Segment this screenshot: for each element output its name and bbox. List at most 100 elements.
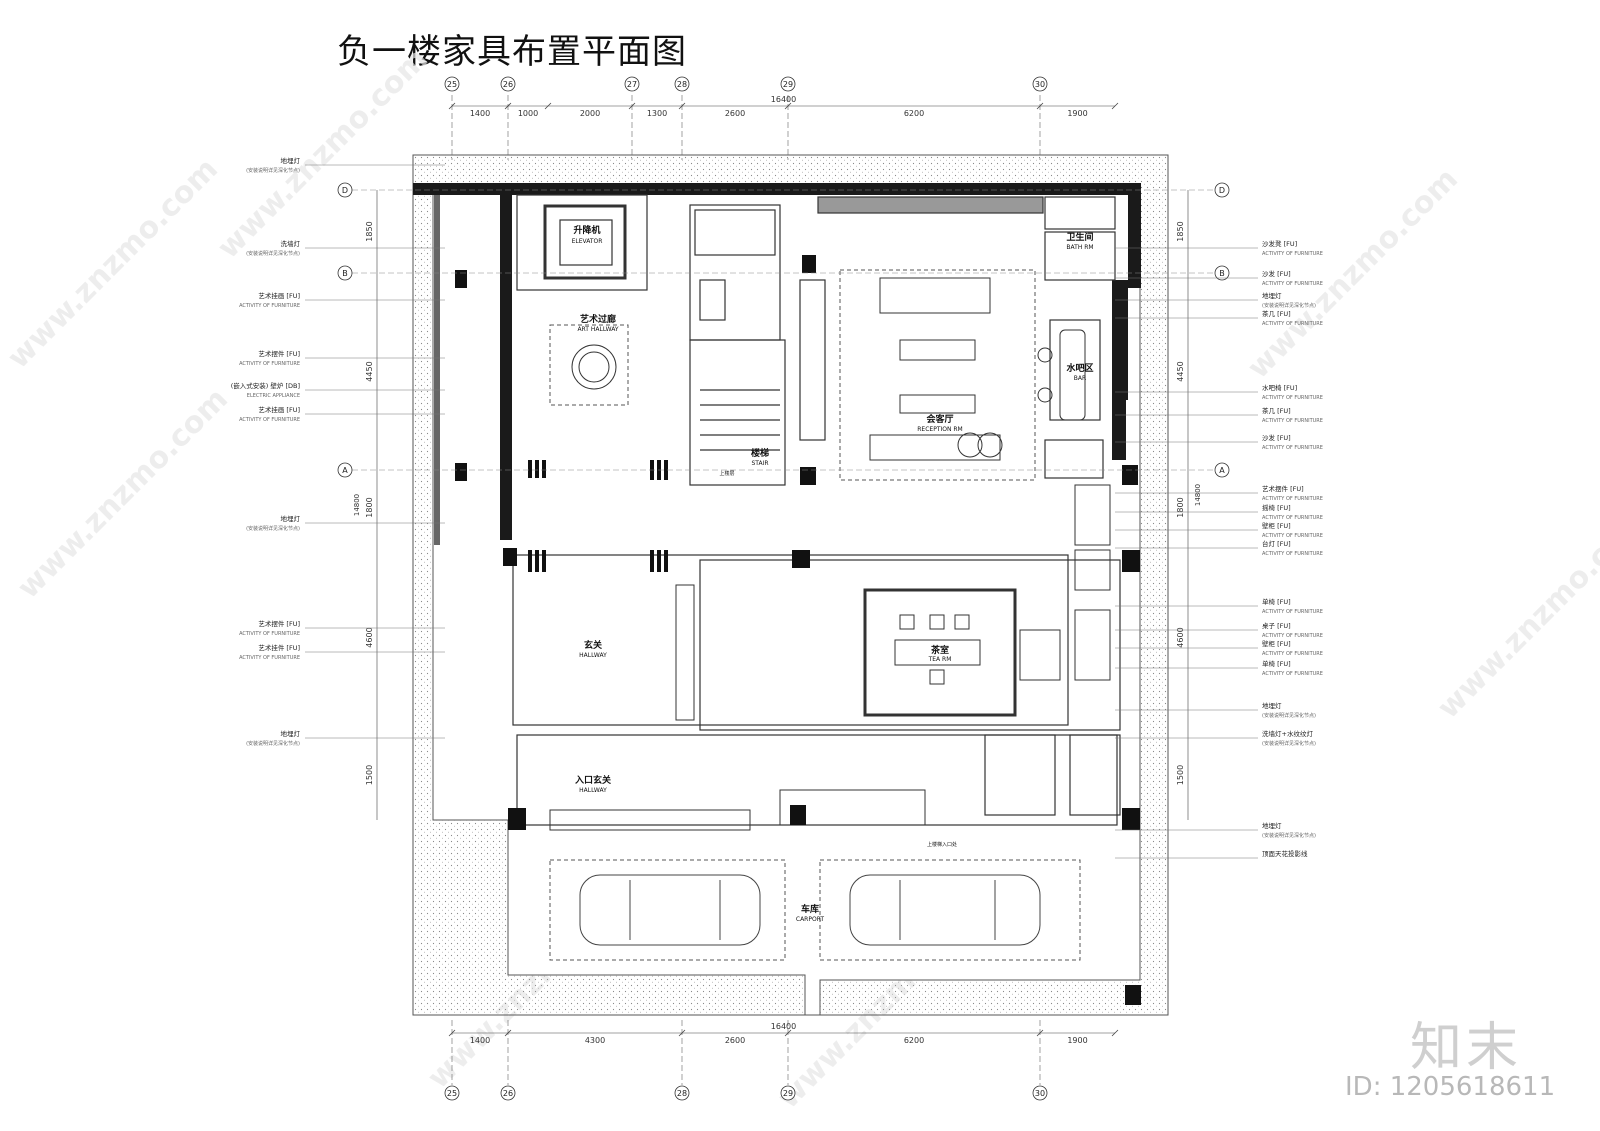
room-art-hallway: 艺术过廊 — [580, 313, 616, 325]
room-bath-en: BATH RM — [1066, 244, 1093, 251]
annotation-sub: ACTIVITY OF FURNITURE — [239, 631, 300, 637]
annotation-sub: ACTIVITY OF FURNITURE — [1262, 671, 1323, 677]
grid-marker-side — [337, 462, 353, 478]
annotation-sub: ACTIVITY OF FURNITURE — [1262, 445, 1323, 451]
room-entry-hallway: 入口玄关 — [574, 774, 611, 786]
annotation-label: 壁柜 [FU] — [1262, 521, 1291, 530]
grid-label-top: 30 — [1035, 80, 1045, 89]
grid-marker-top — [444, 76, 460, 92]
annotation-label: 地埋灯 — [1262, 701, 1282, 710]
left-annotations: 地埋灯 (安装说明详见深化节点) 洗墙灯 (安装说明详见深化节点) 艺术挂画 [FU] A… — [231, 156, 445, 747]
grid-label-bottom: 28 — [677, 1089, 687, 1098]
grid-label-top: 29 — [783, 80, 793, 89]
annotation-sub: ACTIVITY OF FURNITURE — [1262, 609, 1323, 615]
annotation-label: 沙发凳 [FU] — [1262, 239, 1297, 248]
dimension-total-left: 14800 — [353, 494, 361, 516]
furniture — [549, 277, 1111, 831]
dimension-label: 4300 — [585, 1036, 605, 1045]
annotation-sub: (安装说明详见深化节点) — [1262, 832, 1316, 839]
grid-marker-top — [674, 76, 690, 92]
exterior-walls — [413, 183, 1141, 545]
dimension-label: 1300 — [647, 109, 667, 118]
grid-label-top: 27 — [627, 80, 637, 89]
grid-marker-side — [337, 182, 353, 198]
grid-marker-side — [337, 265, 353, 281]
annotation-sub: ACTIVITY OF FURNITURE — [1262, 551, 1323, 557]
grid-label-bottom: 26 — [503, 1089, 513, 1098]
annotation-sub: (安装说明详见深化节点) — [1262, 302, 1316, 309]
dimension-label: 1400 — [470, 109, 490, 118]
annotation-label: 艺术挂画 [FU] — [258, 405, 300, 414]
room-art-hallway-en: ART HALLWAY — [577, 326, 618, 333]
annotation-sub: ACTIVITY OF FURNITURE — [1262, 281, 1323, 287]
annotation-label: 茶几 [FU] — [1262, 309, 1291, 318]
dimension-label-left: 4600 — [365, 627, 374, 647]
grid-marker-bottom — [1032, 1085, 1048, 1101]
annotation-label: 沙发 [FU] — [1262, 269, 1291, 278]
grid-marker-bottom — [444, 1085, 460, 1101]
dimension-label: 2600 — [725, 109, 745, 118]
annotation-label: 单椅 [FU] — [1262, 659, 1291, 668]
dimension-label: 1000 — [518, 109, 538, 118]
annotation-label: 台灯 [FU] — [1262, 539, 1291, 548]
annotation-sub: ACTIVITY OF FURNITURE — [239, 361, 300, 367]
interior-walls — [512, 194, 1121, 826]
dimension-label: 1900 — [1067, 1036, 1087, 1045]
dimension-label-left: 4450 — [365, 361, 374, 381]
room-labels: 升降机 ELEVATOR 艺术过廊 ART HALLWAY 楼梯 STAIR 上… — [572, 224, 1094, 923]
annotation-label: (嵌入式安装) 壁炉 [DB] — [231, 381, 300, 390]
grid-marker-top — [780, 76, 796, 92]
watermark-text: www.znzmo.com — [11, 382, 235, 606]
annotation-label: 艺术挂画 [FU] — [258, 291, 300, 300]
annotation-label: 地埋灯 — [1262, 291, 1282, 300]
site-boundary — [412, 154, 1169, 1016]
room-tea-en: TEA RM — [928, 656, 952, 663]
annotation-label: 茶几 [FU] — [1262, 406, 1291, 415]
annotation-sub: (安装说明详见深化节点) — [1262, 712, 1316, 719]
room-bar: 水吧区 — [1066, 362, 1093, 374]
dimension-label: 1400 — [470, 1036, 490, 1045]
annotation-sub: ACTIVITY OF FURNITURE — [1262, 515, 1323, 521]
image-id: ID: 1205618611 — [1345, 1072, 1556, 1102]
dimension-label-right: 4600 — [1176, 627, 1185, 647]
annotation-sub: (安装说明详见深化节点) — [246, 740, 300, 747]
grid-label-top: 28 — [677, 80, 687, 89]
annotation-sub: ACTIVITY OF FURNITURE — [1262, 418, 1323, 424]
dimension-label-left: 1850 — [365, 221, 374, 241]
brand-logo: 知末 — [1410, 1018, 1523, 1078]
room-elevator-en: ELEVATOR — [572, 238, 603, 245]
annotation-sub: ACTIVITY OF FURNITURE — [1262, 321, 1323, 327]
room-up-stair: 上楼层 — [719, 470, 734, 477]
annotation-label: 地埋灯 — [281, 156, 301, 165]
dimension-total: 16400 — [771, 95, 796, 104]
annotation-sub: ACTIVITY OF FURNITURE — [1262, 633, 1323, 639]
annotation-label: 壁柜 [FU] — [1262, 639, 1291, 648]
grid-label-side: B — [1219, 269, 1225, 278]
drawing-title: 负一楼家具布置平面图 — [337, 32, 687, 72]
dimension-label: 1900 — [1067, 109, 1087, 118]
annotation-label: 艺术摆件 [FU] — [258, 619, 300, 628]
annotation-sub: ACTIVITY OF FURNITURE — [1262, 395, 1323, 401]
annotation-label: 单椅 [FU] — [1262, 597, 1291, 606]
room-carport: 车库 — [801, 903, 819, 915]
dimension-label-right: 1500 — [1176, 765, 1185, 785]
annotation-sub: ACTIVITY OF FURNITURE — [1262, 251, 1323, 257]
car-outline — [579, 874, 1041, 946]
annotation-sub: (安装说明详见深化节点) — [246, 525, 300, 532]
annotation-sub: ACTIVITY OF FURNITURE — [1262, 533, 1323, 539]
watermark-text: www.znzmo.com — [211, 42, 435, 266]
annotation-sub: ACTIVITY OF FURNITURE — [239, 417, 300, 423]
grid-marker-side — [1214, 182, 1230, 198]
annotation-label: 摇椅 [FU] — [1262, 503, 1291, 512]
grid-marker-top — [500, 76, 516, 92]
grid-marker-side — [1214, 462, 1230, 478]
room-hallway-en: HALLWAY — [579, 652, 607, 659]
annotation-sub: ACTIVITY OF FURNITURE — [239, 303, 300, 309]
grid-label-bottom: 29 — [783, 1089, 793, 1098]
grid-marker-side — [1214, 265, 1230, 281]
grid-marker-top — [624, 76, 640, 92]
annotation-sub: ELECTRIC APPLIANCE — [247, 393, 300, 399]
annotation-label: 洗墙灯 — [281, 239, 301, 248]
